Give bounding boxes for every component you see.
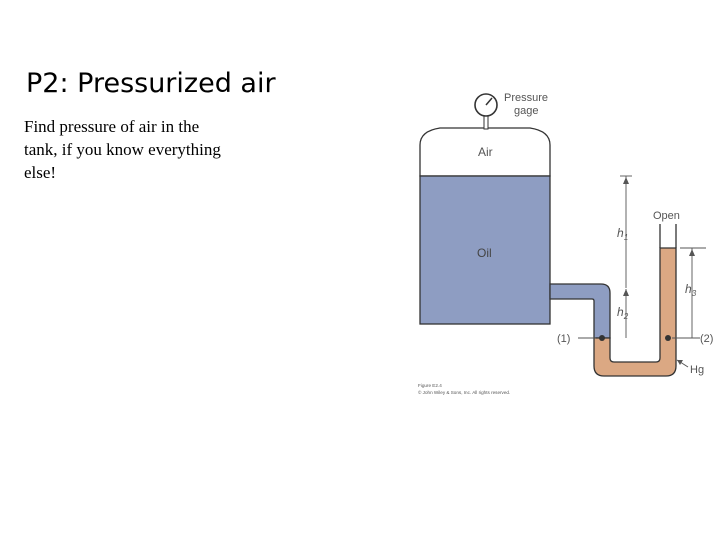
open-tube [659, 224, 677, 248]
pressure-gage-label-2: gage [514, 105, 538, 117]
air-label: Air [478, 145, 493, 159]
gage-stem [483, 114, 489, 130]
h1-arrow-up [623, 177, 629, 184]
gage-needle [485, 97, 493, 106]
h1-label: h1 [617, 226, 628, 242]
h3-arrow-up [689, 249, 695, 256]
point-2-label: (2) [700, 333, 713, 345]
tank-air-region [419, 127, 551, 177]
pressure-gage-label: Pressure [504, 92, 548, 104]
oil-pipe [549, 283, 611, 339]
slide-title: P2: Pressurized air [26, 68, 276, 99]
problem-statement: Find pressure of air in the tank, if you… [24, 117, 221, 182]
h3-label: h3 [685, 282, 697, 298]
h2-label: h2 [617, 305, 629, 321]
h2-arrow-up [623, 289, 629, 296]
hg-label: Hg [690, 364, 704, 376]
point-1-label: (1) [557, 333, 570, 345]
point-1-marker [599, 335, 605, 341]
figure-caption: Figure E2.4 [418, 383, 442, 388]
manometer-diagram: Pressure gage Air Oil Open Hg h1 h2 h3 (… [418, 92, 713, 395]
oil-label: Oil [477, 246, 492, 260]
point-2-marker [665, 335, 671, 341]
open-label: Open [653, 210, 680, 222]
hg-arrowhead [677, 360, 683, 365]
copyright-caption: © John Wiley & Sons, Inc. All rights res… [418, 389, 510, 395]
tank-oil-region [419, 175, 551, 325]
